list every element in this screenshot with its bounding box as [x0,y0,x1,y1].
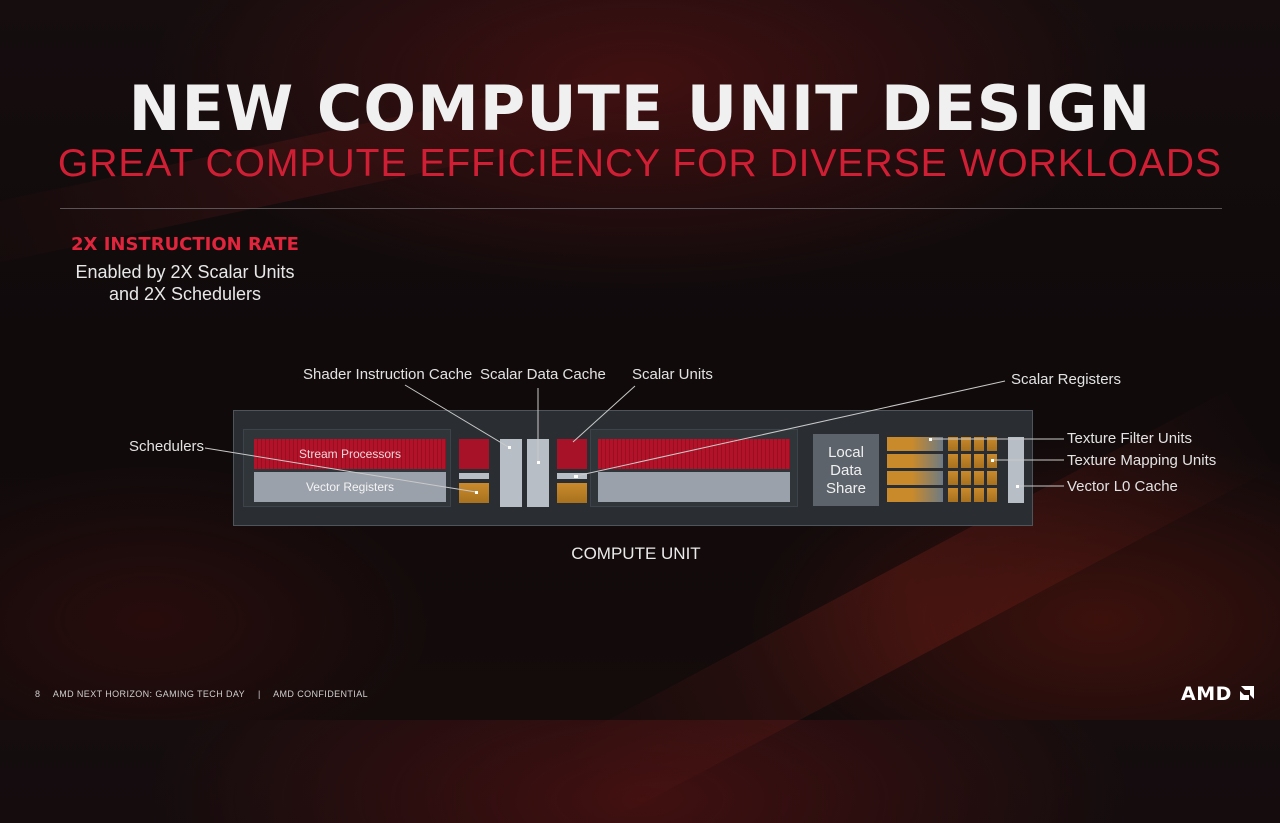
slide-subtitle: GREAT COMPUTE EFFICIENCY FOR DIVERSE WOR… [57,142,1223,185]
label-schedulers: Schedulers [129,438,205,455]
label-shader-instruction-cache: Shader Instruction Cache [303,366,473,383]
label-texture-mapping-units: Texture Mapping Units [1067,452,1217,469]
texture-mapping-unit-cell [974,454,984,468]
amd-logo: AMD [1181,683,1255,705]
local-data-share: Local Data Share [813,434,879,506]
leader-schedulers [204,447,477,493]
vector-registers-left: Vector Registers [254,472,446,502]
slide-title: NEW COMPUTE UNIT DESIGN [128,72,1152,145]
footer: 8 AMD NEXT HORIZON: GAMING TECH DAY | AM… [35,689,378,699]
callout-body: Enabled by 2X Scalar Units and 2X Schedu… [45,261,325,305]
label-scalar-data-cache: Scalar Data Cache [480,366,606,383]
scalar-registers-left [459,473,489,479]
texture-mapping-unit-cell [948,488,958,502]
texture-filter-unit [887,471,943,485]
scalar-unit-left [459,439,489,469]
title-divider [60,208,1222,209]
texture-mapping-unit-cell [961,454,971,468]
texture-mapping-unit-cell [948,454,958,468]
stream-processors-label: Stream Processors [298,447,402,461]
texture-mapping-unit-cell [987,488,997,502]
texture-mapping-unit-cell [974,437,984,451]
leader-lines [204,380,1064,494]
amd-arrow-icon [1240,686,1255,700]
lds-line-2: Data [830,462,862,479]
texture-mapping-unit-cell [948,471,958,485]
vector-registers-right [598,472,790,502]
label-vector-l0-cache: Vector L0 Cache [1067,478,1178,495]
texture-mapping-unit-cell [987,437,997,451]
leader-scalar-units [572,385,636,443]
scheduler-left [459,483,489,503]
page-number: 8 [35,689,41,699]
texture-mapping-unit-cell [961,488,971,502]
texture-mapping-unit-cell [948,437,958,451]
callout-heading: 2X INSTRUCTION RATE [71,234,299,255]
footer-classification: AMD CONFIDENTIAL [273,689,368,699]
footer-event: AMD NEXT HORIZON: GAMING TECH DAY [52,689,246,699]
texture-mapping-unit-cell [961,437,971,451]
scalar-unit-right [557,439,587,469]
texture-mapping-unit-cell [987,471,997,485]
compute-unit-caption: COMPUTE UNIT [571,544,701,563]
texture-mapping-unit-cell [961,471,971,485]
lds-line-1: Local [828,444,864,461]
logo-text: AMD [1181,683,1232,705]
label-scalar-units: Scalar Units [632,366,713,383]
scalar-registers-right [557,473,587,479]
stream-processors-left: Stream Processors [254,439,446,469]
label-texture-filter-units: Texture Filter Units [1067,430,1193,447]
vector-registers-label: Vector Registers [305,480,395,494]
texture-mapping-unit-cell [974,471,984,485]
callout-line-1: Enabled by 2X Scalar Units [75,262,295,282]
label-scalar-registers: Scalar Registers [1011,371,1122,388]
texture-filter-unit [887,488,943,502]
shader-instruction-cache [500,439,522,507]
callout-line-2: and 2X Schedulers [108,284,262,304]
lds-line-3: Share [825,480,867,497]
texture-filter-unit [887,454,943,468]
footer-separator: | [257,689,261,699]
leader-scalar-registers [575,380,1006,477]
scalar-data-cache [527,439,549,507]
texture-mapping-unit-cell [974,488,984,502]
leader-shader-instruction-cache [404,384,511,449]
scheduler-right [557,483,587,503]
